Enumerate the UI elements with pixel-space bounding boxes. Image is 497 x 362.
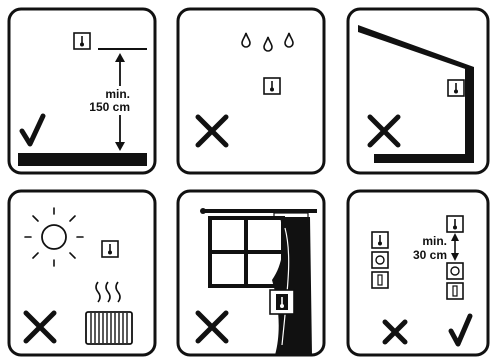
device-stack-left <box>372 232 388 288</box>
panel-sun-heater <box>9 191 155 355</box>
floor <box>374 154 474 163</box>
spacing-label-min: min. <box>422 234 447 248</box>
height-label-min: min. <box>105 87 130 101</box>
window-icon <box>210 218 283 286</box>
switch-icon <box>372 252 388 268</box>
panel-height: min. 150 cm <box>9 9 155 173</box>
height-label-value: 150 cm <box>89 100 130 114</box>
panel-corner <box>348 9 488 173</box>
thermostat-icon <box>270 290 294 314</box>
thermostat-icon <box>74 33 90 49</box>
thermostat-icon <box>448 80 464 96</box>
thermostat-icon <box>372 232 388 248</box>
floor <box>18 153 147 166</box>
thermostat-icon <box>447 216 463 232</box>
switch-icon <box>447 263 463 279</box>
panel-spacing: min. 30 cm <box>348 191 488 355</box>
panel-water <box>178 9 324 173</box>
wall <box>465 69 474 162</box>
thermostat-icon <box>264 78 280 94</box>
socket-icon <box>372 272 388 288</box>
thermostat-icon <box>102 241 118 257</box>
spacing-label-value: 30 cm <box>413 248 447 262</box>
socket-icon <box>447 283 463 299</box>
panel-window-curtain <box>178 191 324 355</box>
heater-icon <box>86 312 132 344</box>
